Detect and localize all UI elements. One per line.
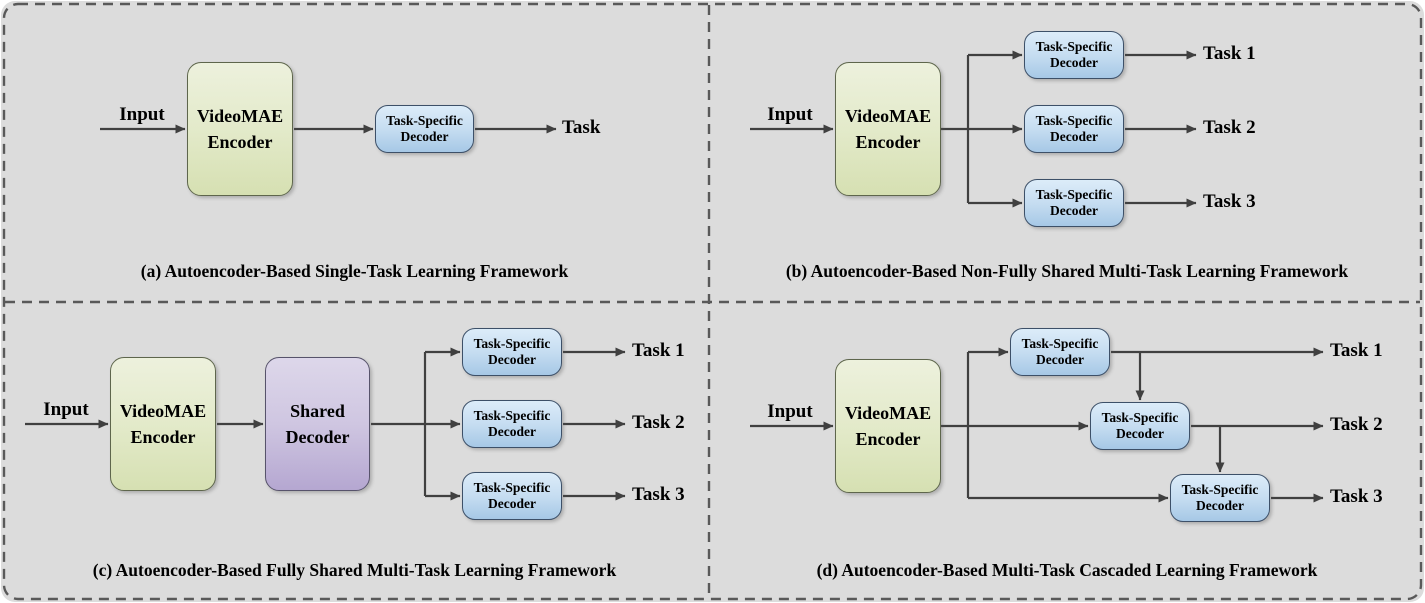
encoder-label-line2: Encoder: [855, 429, 921, 449]
decoder-label-line2: Decoder: [1050, 203, 1098, 218]
task3-output-label-b: Task 3: [1203, 191, 1256, 212]
shared-decoder-label-line2: Decoder: [285, 427, 350, 447]
encoder-label-line2: Encoder: [855, 132, 921, 152]
shared-decoder-label-line1: Shared: [290, 401, 345, 421]
decoder-label-line1: Task-Specific: [1035, 186, 1113, 202]
encoder-label-line1: VideoMAE: [844, 106, 932, 126]
decoder-label-line2: Decoder: [488, 352, 536, 367]
task1-output-label-d: Task 1: [1330, 340, 1383, 361]
decoder-label-line1: Task-Specific: [1021, 335, 1099, 351]
caption-panel-a: (a) Autoencoder-Based Single-Task Learni…: [140, 261, 569, 281]
panel-d-connectors: [750, 347, 1324, 503]
encoder-label-line2: Encoder: [130, 427, 196, 447]
decoder-label-line1: Task-Specific: [473, 407, 551, 423]
panel-c-connectors: [25, 347, 626, 501]
task-specific-decoder-box-a: Task-Specific Decoder: [375, 105, 474, 153]
decoder-label-line1: Task-Specific: [1035, 112, 1113, 128]
videomae-encoder-box-d: VideoMAE Encoder: [835, 359, 941, 493]
input-label-b: Input: [767, 104, 813, 125]
videomae-encoder-box-c: VideoMAE Encoder: [110, 357, 216, 491]
decoder-label-line1: Task-Specific: [1101, 409, 1179, 425]
decoder-label-line2: Decoder: [1050, 129, 1098, 144]
task1-output-label-b: Task 1: [1203, 43, 1256, 64]
task-specific-decoder-box-d2: Task-Specific Decoder: [1090, 402, 1190, 450]
decoder-label-line2: Decoder: [1196, 498, 1244, 513]
encoder-label-line2: Encoder: [207, 132, 273, 152]
decoder-label-line2: Decoder: [1036, 352, 1084, 367]
input-label-c: Input: [43, 399, 89, 420]
task1-output-label-c: Task 1: [632, 340, 685, 361]
task3-output-label-d: Task 3: [1330, 486, 1383, 507]
task-specific-decoder-box-c1: Task-Specific Decoder: [462, 328, 562, 376]
caption-panel-d: (d) Autoencoder-Based Multi-Task Cascade…: [816, 560, 1318, 580]
task-specific-decoder-box-d3: Task-Specific Decoder: [1170, 474, 1270, 522]
task-specific-decoder-box-c2: Task-Specific Decoder: [462, 400, 562, 448]
input-label-a: Input: [119, 104, 165, 125]
shared-decoder-box-c: Shared Decoder: [265, 357, 370, 491]
task2-output-label-c: Task 2: [632, 412, 685, 433]
task-specific-decoder-box-b2: Task-Specific Decoder: [1024, 105, 1124, 153]
encoder-label-line1: VideoMAE: [844, 403, 932, 423]
caption-panel-b: (b) Autoencoder-Based Non-Fully Shared M…: [785, 261, 1349, 281]
task2-output-label-d: Task 2: [1330, 414, 1383, 435]
decoder-label-line1: Task-Specific: [473, 479, 551, 495]
input-label-d: Input: [767, 401, 813, 422]
task-output-label-a: Task: [562, 117, 601, 138]
videomae-encoder-box-a: VideoMAE Encoder: [187, 62, 293, 196]
task-specific-decoder-box-c3: Task-Specific Decoder: [462, 472, 562, 520]
decoder-label-line2: Decoder: [400, 129, 449, 144]
decoder-label-line1: Task-Specific: [1181, 481, 1259, 497]
decoder-label-line1: Task-Specific: [473, 335, 551, 351]
decoder-label-line2: Decoder: [488, 496, 536, 511]
task3-output-label-c: Task 3: [632, 484, 685, 505]
decoder-label-line1: Task-Specific: [386, 112, 463, 128]
task-specific-decoder-box-d1: Task-Specific Decoder: [1010, 328, 1110, 376]
task2-output-label-b: Task 2: [1203, 117, 1256, 138]
task-specific-decoder-box-b3: Task-Specific Decoder: [1024, 179, 1124, 227]
caption-panel-c: (c) Autoencoder-Based Fully Shared Multi…: [92, 560, 617, 580]
encoder-label-line1: VideoMAE: [119, 401, 207, 421]
decoder-label-line2: Decoder: [488, 424, 536, 439]
decoder-label-line1: Task-Specific: [1035, 38, 1113, 54]
decoder-label-line2: Decoder: [1050, 55, 1098, 70]
encoder-label-line1: VideoMAE: [196, 106, 284, 126]
task-specific-decoder-box-b1: Task-Specific Decoder: [1024, 31, 1124, 79]
videomae-encoder-box-b: VideoMAE Encoder: [835, 62, 941, 196]
panel-b-connectors: [750, 50, 1197, 208]
decoder-label-line2: Decoder: [1116, 426, 1164, 441]
